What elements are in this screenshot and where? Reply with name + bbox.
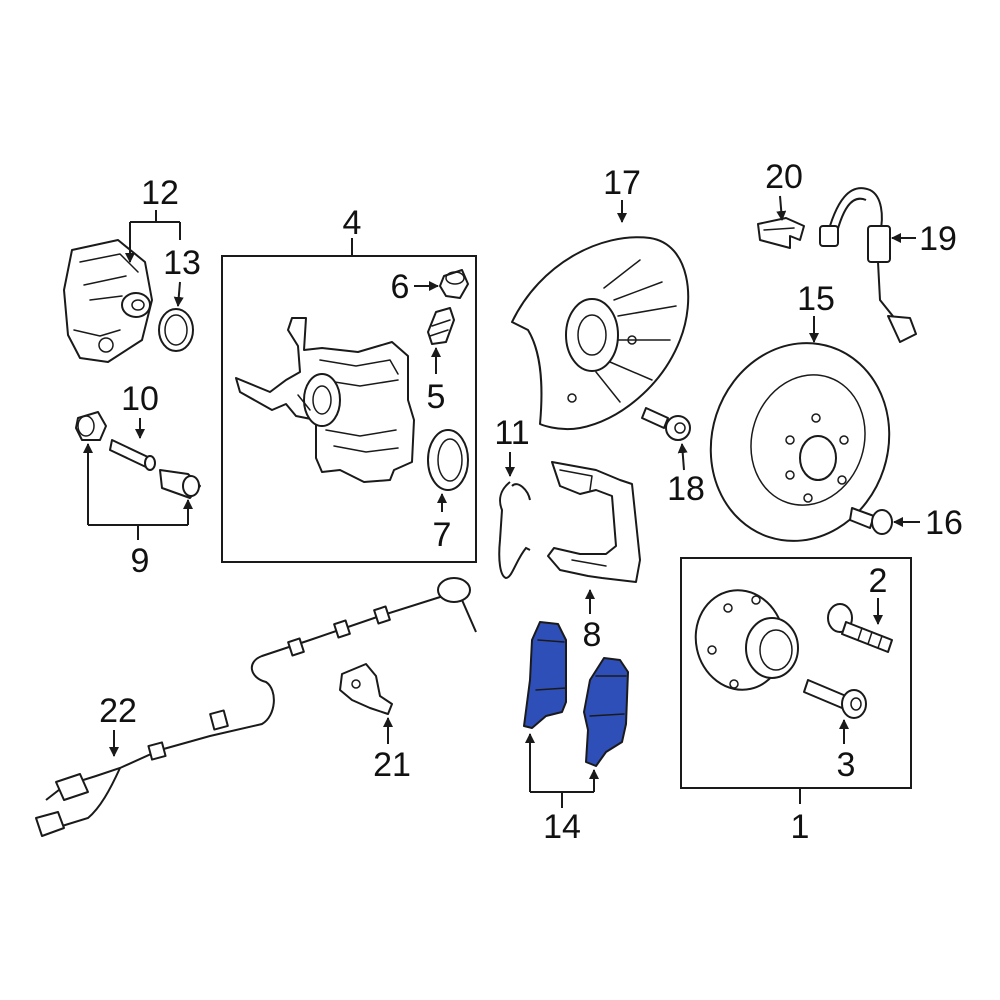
pad-spring[interactable] [498,481,531,580]
callout-3: 3 [837,746,856,784]
piston-seal[interactable] [427,429,469,491]
wheel-hub[interactable] [687,582,799,698]
caliper-group-box [221,255,477,563]
callout-17: 17 [603,164,641,202]
callout-7: 7 [433,516,452,554]
rotor-screw[interactable] [849,507,893,535]
callout-13: 13 [163,244,201,282]
callout-15: 15 [797,280,835,318]
callout-10: 10 [121,380,159,418]
callout-4: 4 [343,204,362,242]
callout-5: 5 [427,378,446,416]
hose-clip[interactable] [757,217,805,249]
brake-pads[interactable] [523,621,629,767]
brake-hose[interactable] [819,187,917,343]
callout-11: 11 [494,414,529,452]
o-ring[interactable] [158,308,194,352]
shield-bolt[interactable] [641,407,691,441]
callout-21: 21 [373,746,411,784]
callout-8: 8 [583,616,602,654]
bleeder-cap[interactable] [439,269,469,299]
callout-18: 18 [667,470,705,508]
callout-14: 14 [543,808,581,846]
callout-19: 19 [919,220,957,258]
guide-pin-boot[interactable] [159,469,201,499]
dust-shield[interactable] [511,236,690,431]
brake-caliper[interactable] [235,317,415,483]
callout-9: 9 [131,542,150,580]
leader-lines [83,195,920,808]
hub-bolt[interactable] [827,603,893,653]
actuator-motor[interactable] [63,239,153,363]
callout-2: 2 [869,562,888,600]
caliper-bracket[interactable] [547,461,641,583]
hub-group-box [680,557,912,789]
callout-6: 6 [391,268,410,306]
wheel-speed-sensor[interactable] [35,577,477,837]
brake-rotor[interactable] [685,320,914,565]
sensor-bracket[interactable] [339,663,393,715]
callout-22: 22 [99,692,137,730]
guide-pin[interactable] [109,439,156,471]
callout-1: 1 [791,808,810,846]
callout-20: 20 [765,158,803,196]
callout-labels: 1 2 3 4 5 6 7 8 9 10 11 12 13 14 15 16 1… [99,158,963,846]
hub-bolt-2[interactable] [803,679,867,719]
callout-16: 16 [925,504,963,542]
callout-12: 12 [141,174,179,212]
bleeder-screw[interactable] [427,307,455,345]
guide-pin-cap[interactable] [75,411,107,441]
